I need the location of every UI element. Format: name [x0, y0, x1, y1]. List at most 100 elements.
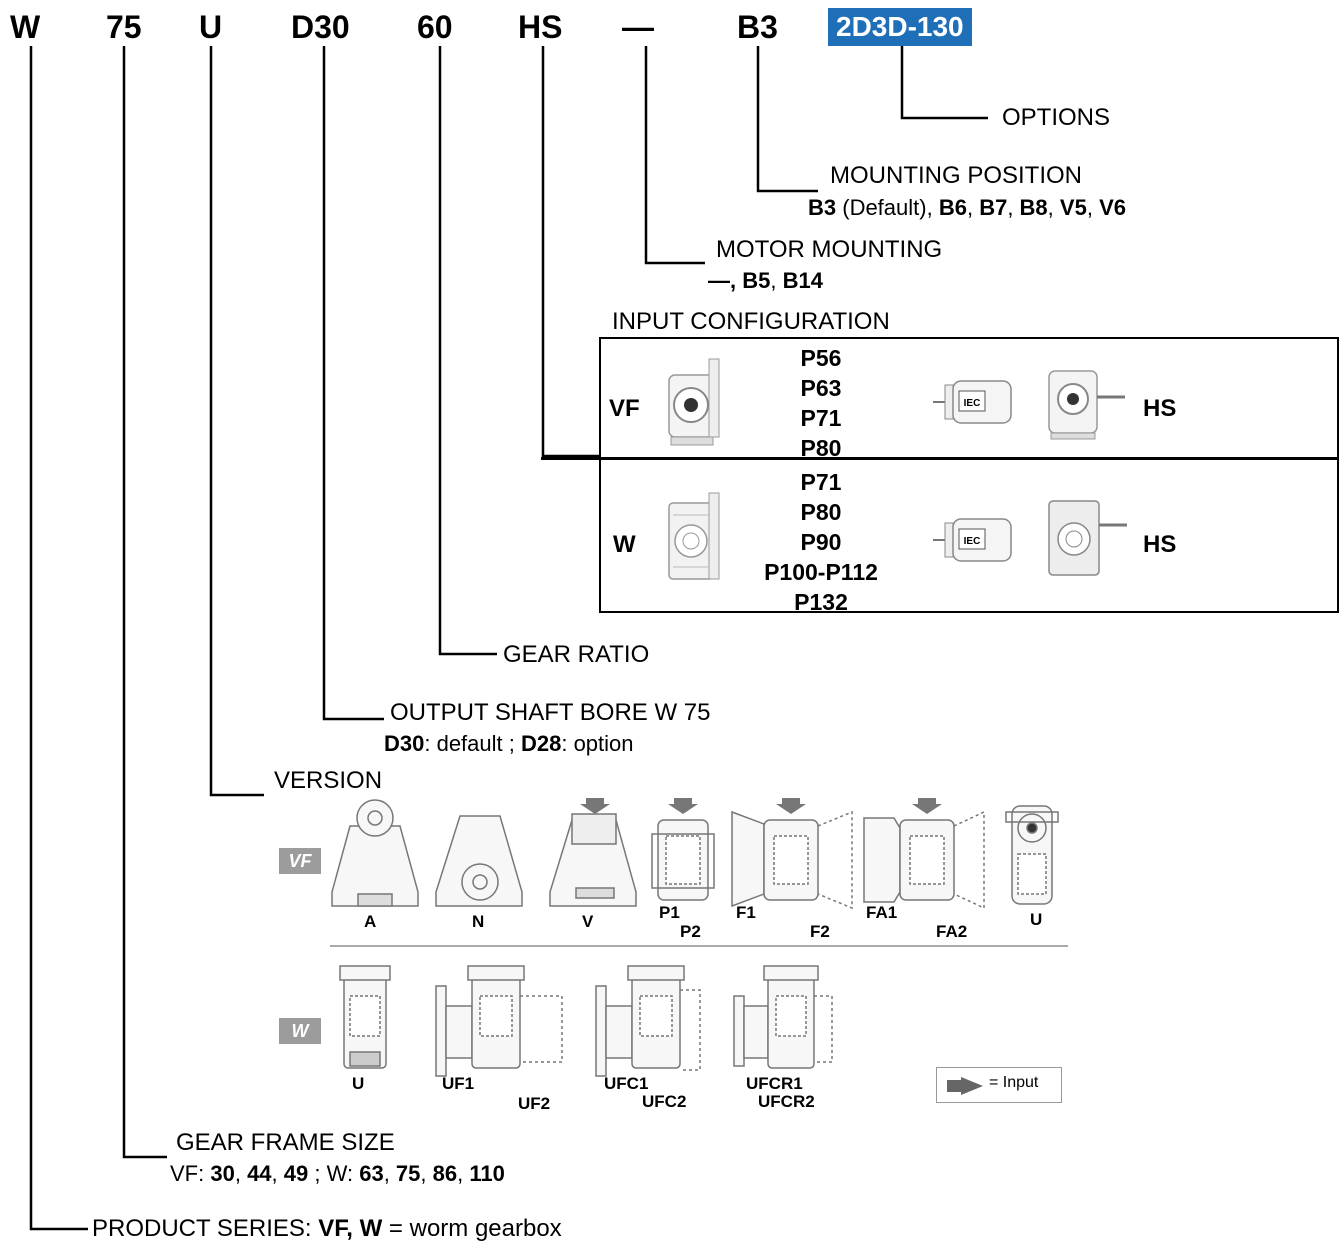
code-input: HS [518, 9, 563, 45]
vf-row-label: VF [609, 395, 640, 422]
version-f-drawing [731, 798, 853, 910]
version-label-uf2: UF2 [518, 1094, 551, 1113]
separator: , [1047, 195, 1060, 220]
version-ufc-drawing [595, 965, 701, 1077]
product-series-label: PRODUCT SERIES: VF, W = worm gearbox [92, 1215, 562, 1243]
separator: , [234, 1161, 248, 1186]
version-label-fa2: FA2 [936, 922, 968, 941]
separator: , [1007, 195, 1020, 220]
bore-d30: D30 [384, 731, 425, 756]
separator: , [457, 1161, 470, 1186]
bore-d30-note: : default ; [424, 731, 521, 756]
options-label: OPTIONS [1002, 104, 1111, 131]
gear-frame-size-label: GEAR FRAME SIZE [176, 1129, 395, 1156]
gear-frame-size-values: VF: 30, 44, 49 ; W: 63, 75, 86, 110 [170, 1160, 505, 1188]
product-series-title: PRODUCT SERIES: [92, 1215, 319, 1242]
motor-mounting-label: MOTOR MOUNTING [716, 236, 943, 263]
version-uf-drawing [435, 965, 563, 1077]
connector-product-series [29, 46, 88, 1231]
version-label-v: V [582, 912, 594, 931]
bore-d28-note: : option [561, 731, 634, 756]
motor-b14: B14 [782, 268, 823, 293]
version-v-drawing [549, 798, 637, 907]
vf-input-options: P56 P63 P71 P80 [781, 343, 861, 463]
connector-frame-size [122, 46, 167, 1159]
version-label-ufcr2: UFCR2 [758, 1092, 815, 1111]
mounting-v6: V6 [1099, 195, 1126, 220]
code-version: U [199, 9, 223, 45]
connector-input-configuration [541, 46, 600, 458]
version-label-ufcr1: UFCR1 [746, 1074, 803, 1093]
vf-version-tag: VF [279, 848, 321, 874]
table-divider [541, 457, 1339, 460]
motor-b5: B5 [742, 268, 771, 293]
separator: , [420, 1161, 433, 1186]
frame-49: 49 [283, 1161, 309, 1186]
code-bore: D30 [291, 9, 350, 45]
option-p80: P80 [800, 499, 842, 525]
option-p71: P71 [800, 405, 842, 431]
w-version-tag: W [279, 1018, 321, 1044]
option-p71: P71 [800, 469, 842, 495]
code-motor: — [622, 9, 654, 45]
option-p90: P90 [800, 529, 842, 555]
version-label-f2: F2 [810, 922, 830, 941]
frame-44: 44 [247, 1161, 272, 1186]
version-label: VERSION [274, 767, 383, 794]
connector-output-shaft [322, 46, 384, 721]
vf-hs-label: HS [1143, 395, 1177, 422]
motor-dash: —, [708, 268, 743, 293]
option-p56: P56 [800, 345, 842, 371]
vf-hs-gearbox-icon [1048, 370, 1125, 440]
version-drawings [330, 798, 1068, 1077]
version-ufcr-drawing [733, 965, 833, 1069]
connector-mounting-position [756, 46, 818, 193]
separator: , [966, 195, 980, 220]
w-gearbox-icon [668, 492, 720, 580]
frame-63: 63 [359, 1161, 384, 1186]
frame-110: 110 [469, 1161, 505, 1186]
w-hs-label: HS [1143, 531, 1177, 558]
version-label-a: A [364, 912, 377, 931]
code-options: 2D3D-130 [828, 8, 972, 46]
input-legend: = Input [936, 1067, 1062, 1103]
version-label-p2: P2 [680, 922, 701, 941]
iec-motor-icon: IEC [933, 380, 1012, 424]
option-p132: P132 [794, 589, 848, 615]
w-row-label: W [613, 531, 636, 558]
mounting-position-label: MOUNTING POSITION [830, 162, 1082, 189]
iec-badge: IEC [964, 398, 981, 409]
version-label-w-u: U [352, 1074, 365, 1093]
w-input-options: P71 P80 P90 P100-P112 P132 [749, 467, 893, 617]
version-n-drawing [435, 815, 523, 907]
mounting-b7: B7 [979, 195, 1008, 220]
version-label-vf-u: U [1030, 910, 1043, 929]
frame-30: 30 [210, 1161, 235, 1186]
option-p63: P63 [800, 375, 842, 401]
output-shaft-label: OUTPUT SHAFT BORE W 75 [390, 699, 711, 726]
version-fa-drawing [863, 798, 985, 910]
mounting-b8: B8 [1019, 195, 1048, 220]
input-configuration-label: INPUT CONFIGURATION [612, 308, 890, 335]
version-a-drawing [331, 799, 419, 907]
version-label-f1: F1 [736, 903, 756, 922]
frame-86: 86 [432, 1161, 458, 1186]
iec-badge: IEC [964, 536, 981, 547]
version-label-n: N [472, 912, 485, 931]
frame-75: 75 [395, 1161, 421, 1186]
version-w-u-drawing [339, 965, 391, 1069]
connector-motor-mounting [644, 46, 705, 265]
motor-mounting-values: —, B5, B14 [708, 267, 823, 295]
code-ratio: 60 [417, 9, 453, 45]
mounting-b3: B3 [808, 195, 837, 220]
option-p80: P80 [800, 435, 842, 461]
frame-w-prefix: ; W: [308, 1161, 360, 1186]
version-vf-u-drawing [1005, 805, 1059, 905]
separator: , [1086, 195, 1100, 220]
mounting-position-values: B3 (Default), B6, B7, B8, V5, V6 [808, 194, 1126, 222]
arrow-down-icon [947, 1077, 983, 1095]
version-label-ufc2: UFC2 [642, 1092, 687, 1111]
connector-options [900, 46, 988, 120]
